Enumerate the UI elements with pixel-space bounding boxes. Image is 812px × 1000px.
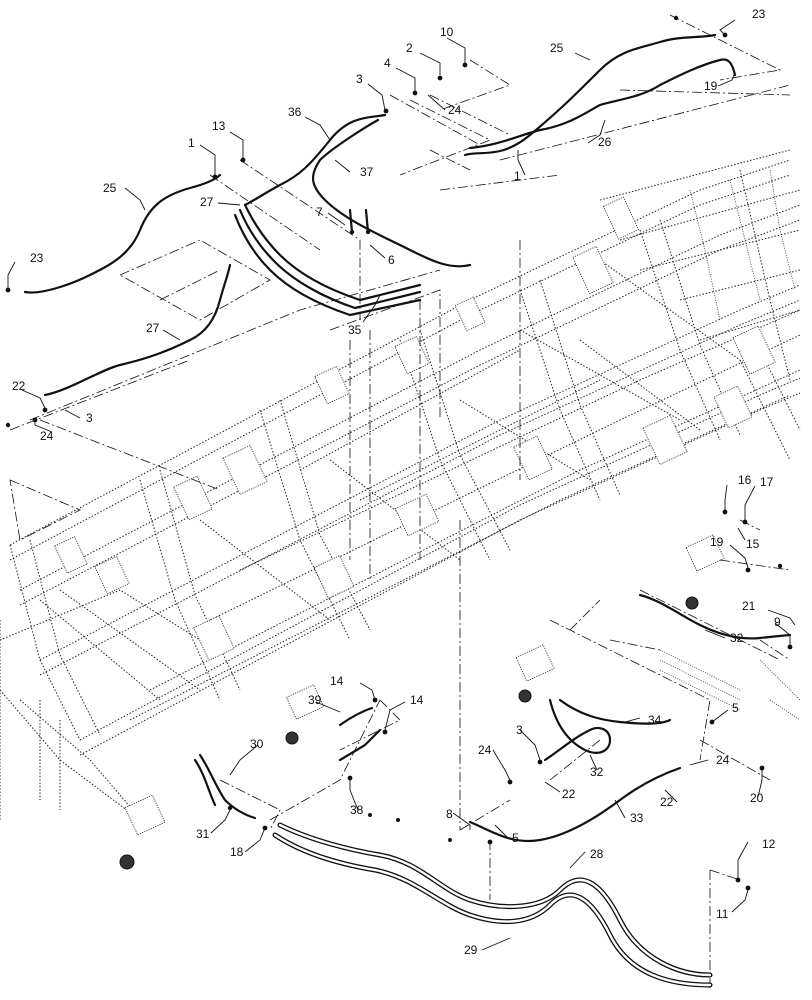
callout-25: 25 [550, 41, 564, 55]
callout-leaders [7, 19, 796, 951]
implement-frame [0, 149, 801, 870]
callout-32: 32 [590, 765, 604, 779]
callout-36: 36 [288, 105, 302, 119]
callout-27: 27 [146, 321, 160, 335]
callout-16: 16 [738, 473, 752, 487]
callout-18: 18 [230, 845, 244, 859]
callout-15: 15 [746, 537, 760, 551]
callout-23: 23 [752, 7, 766, 21]
callout-10: 10 [440, 25, 454, 39]
callout-12: 12 [762, 837, 776, 851]
callout-1: 1 [188, 136, 195, 150]
callout-22: 22 [12, 379, 26, 393]
callout-3: 3 [86, 411, 93, 425]
callout-11: 11 [716, 907, 729, 921]
callout-9: 9 [774, 615, 781, 629]
callout-2: 2 [406, 41, 413, 55]
callout-22: 22 [660, 795, 674, 809]
hydraulic-hoses [23, 33, 792, 988]
callout-26: 26 [598, 135, 612, 149]
callout-28: 28 [590, 847, 604, 861]
callout-33: 33 [630, 811, 644, 825]
callout-5: 5 [732, 701, 739, 715]
callout-25: 25 [103, 181, 117, 195]
callout-19: 19 [710, 535, 724, 549]
callout-32: 32 [730, 631, 744, 645]
callout-14: 14 [410, 693, 424, 707]
callout-22: 22 [562, 787, 576, 801]
callout-24: 24 [40, 429, 54, 443]
callout-31: 31 [196, 827, 210, 841]
callout-1: 1 [514, 169, 521, 183]
callout-37: 37 [360, 165, 374, 179]
callout-6: 6 [388, 253, 395, 267]
callout-23: 23 [30, 251, 44, 265]
fitting-dots [5, 15, 793, 891]
callout-29: 29 [464, 943, 478, 957]
callout-24: 24 [716, 753, 730, 767]
callout-24: 24 [478, 743, 492, 757]
callout-27: 27 [200, 195, 214, 209]
callout-38: 38 [350, 803, 364, 817]
callout-3: 3 [516, 723, 523, 737]
callout-24: 24 [448, 103, 462, 117]
phantom-lines [9, 14, 791, 990]
callout-4: 4 [384, 56, 391, 70]
callout-13: 13 [212, 119, 226, 133]
callout-5: 5 [512, 831, 519, 845]
callout-20: 20 [750, 791, 764, 805]
callout-7: 7 [316, 205, 323, 219]
callout-8: 8 [446, 807, 453, 821]
callout-39: 39 [308, 693, 322, 707]
callout-17: 17 [760, 475, 774, 489]
callout-14: 14 [330, 674, 344, 688]
callout-21: 21 [742, 599, 756, 613]
callout-19: 19 [704, 79, 718, 93]
callout-34: 34 [648, 713, 662, 727]
callout-35: 35 [348, 323, 362, 337]
callout-30: 30 [250, 737, 264, 751]
callout-3: 3 [356, 72, 363, 86]
